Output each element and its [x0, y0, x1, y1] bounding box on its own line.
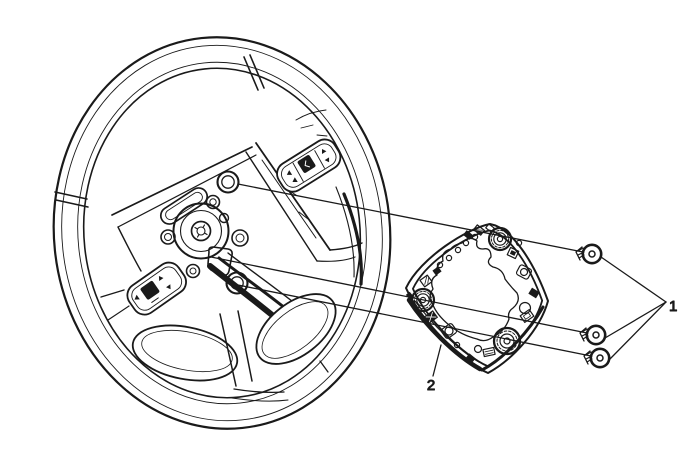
- screw-icon-top: [574, 243, 603, 265]
- screw-icon-bottom: [582, 347, 611, 369]
- seek-icon: [292, 177, 298, 182]
- module-clips-and-connectors: [405, 223, 540, 365]
- arrow-down-icon: [324, 157, 330, 163]
- arrow-up-icon: [321, 149, 327, 154]
- right-switch-pod: [276, 138, 342, 193]
- callout-2-label: 2: [427, 377, 435, 394]
- rim-seam-top: [243, 54, 265, 91]
- pod-dark-button: [140, 281, 160, 300]
- lower-spoke-cutouts: [131, 293, 337, 382]
- arrow-down-icon: [166, 284, 171, 290]
- left-pod-spoke-lines: [100, 289, 130, 321]
- rim-seam-bottom-right: [319, 360, 329, 373]
- leader-lines: [210, 183, 667, 377]
- lower-spoke-strut: [219, 310, 289, 402]
- left-switch-pod: [126, 261, 187, 316]
- upper-fastener-boss: [216, 170, 240, 194]
- fastener-screws: [574, 243, 611, 369]
- arrow-up-icon: [158, 276, 164, 281]
- pod-dark-button: [297, 155, 316, 173]
- hub-center-bearing: [172, 202, 230, 260]
- inflator-module-illustration: [405, 223, 549, 374]
- horn-spring-tower-top: [487, 226, 513, 252]
- steering-wheel-rim: [52, 36, 392, 430]
- callout-1-label: 1: [669, 298, 677, 315]
- steering-wheel-illustration: [52, 36, 392, 430]
- horn-spring-tower-left: [410, 287, 436, 313]
- hub-mounting-plate: [159, 170, 249, 295]
- hub-holes: [160, 194, 249, 279]
- upper-spoke-edges: [111, 146, 257, 272]
- screw-icon-middle: [578, 324, 607, 346]
- rim-seam-left: [54, 191, 89, 208]
- hub-slot: [159, 187, 209, 225]
- seek-icon: [286, 170, 293, 175]
- volume-icon: [134, 294, 140, 300]
- lower-fastener-boss: [225, 271, 249, 295]
- hub-trapezoid-cutout: [207, 246, 233, 276]
